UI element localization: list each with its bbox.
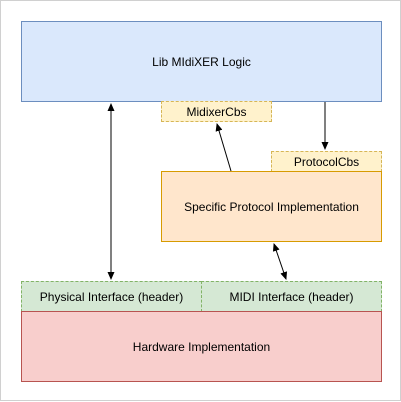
physical-interface-label: Physical Interface (header): [39, 289, 184, 304]
midi-interface-box: MIDI Interface (header): [201, 281, 382, 312]
edge-specific-midi-bidirectional: [272, 243, 288, 280]
hardware-implementation-box: Hardware Implementation: [21, 311, 382, 382]
midi-interface-label: MIDI Interface (header): [229, 289, 354, 304]
hardware-implementation-label: Hardware Implementation: [132, 339, 271, 354]
protocol-cbs-box: ProtocolCbs: [271, 151, 382, 172]
protocol-cbs-label: ProtocolCbs: [293, 154, 360, 169]
physical-interface-box: Physical Interface (header): [21, 281, 202, 312]
midixer-cbs-label: MidixerCbs: [186, 104, 247, 119]
specific-protocol-box: Specific Protocol Implementation: [161, 171, 382, 242]
edge-specific-to-midixercbs: [215, 123, 232, 172]
lib-midixer-logic-box: Lib MIdiXER Logic: [21, 21, 382, 102]
specific-protocol-label: Specific Protocol Implementation: [184, 199, 359, 214]
lib-midixer-logic-label: Lib MIdiXER Logic: [152, 54, 251, 69]
midixer-cbs-box: MidixerCbs: [161, 101, 272, 122]
